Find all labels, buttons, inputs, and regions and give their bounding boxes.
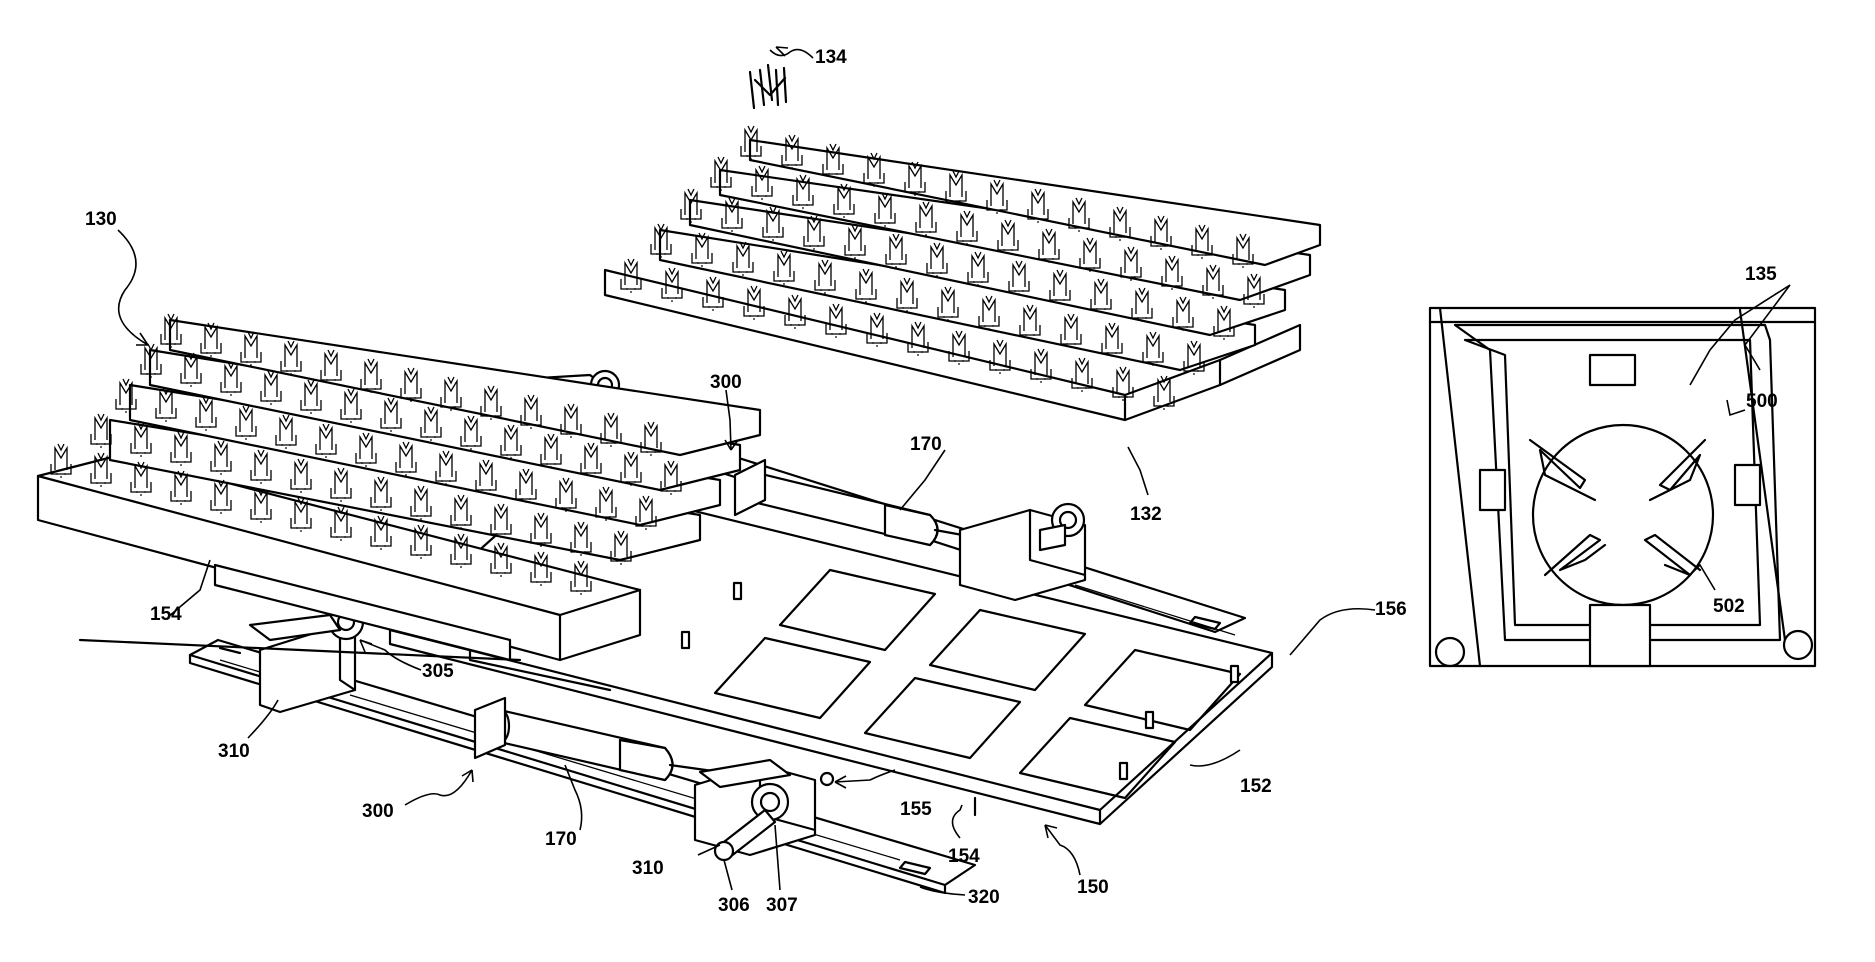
single-contact (750, 65, 786, 108)
label-134: 134 (815, 47, 847, 68)
label-307: 307 (766, 895, 798, 916)
label-154-right: 154 (948, 846, 980, 867)
label-135: 135 (1745, 264, 1777, 285)
label-130: 130 (85, 209, 117, 230)
label-150: 150 (1077, 877, 1109, 898)
label-300-lower: 300 (362, 801, 394, 822)
label-154-left: 154 (150, 604, 182, 625)
label-310-left: 310 (218, 741, 250, 762)
label-305: 305 (422, 661, 454, 682)
label-156: 156 (1375, 599, 1407, 620)
label-300-upper: 300 (710, 372, 742, 393)
label-132: 132 (1130, 504, 1162, 525)
label-306: 306 (718, 895, 750, 916)
contact-pin (91, 414, 111, 448)
label-310-right: 310 (632, 858, 664, 879)
label-152: 152 (1240, 776, 1272, 797)
label-170-lower: 170 (545, 829, 577, 850)
label-502: 502 (1713, 596, 1745, 617)
label-500: 500 (1746, 391, 1778, 412)
inset-detail (1430, 308, 1815, 666)
label-155: 155 (900, 799, 932, 820)
label-170-upper: 170 (910, 434, 942, 455)
label-320: 320 (968, 887, 1000, 908)
center-hole (821, 773, 833, 785)
